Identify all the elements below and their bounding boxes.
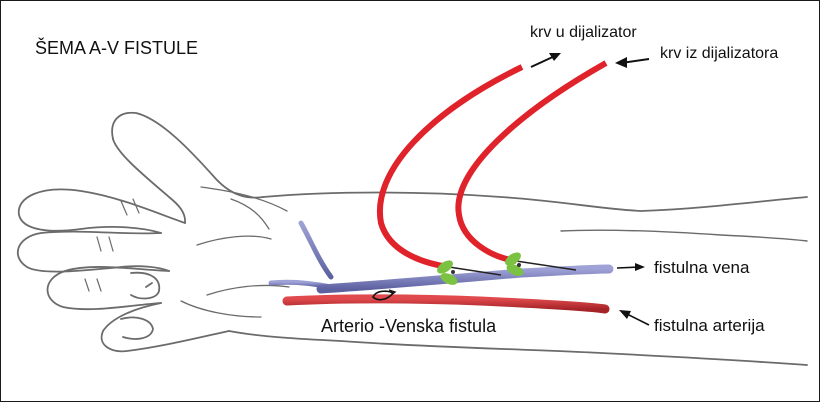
label-blood-from-dialyzer: krv iz dijalizatora [660,46,778,62]
ring-finger [48,267,170,309]
label-fistula-artery: fistulna arterija [654,317,765,334]
middle-finger [18,232,169,272]
blood-line-to-dialyzer [380,67,522,267]
arrow-in-icon [615,57,649,68]
fistula-vein [321,269,609,289]
forearm-top-edge [263,193,807,212]
index-finger [19,189,185,233]
branch-vein-upper [301,223,331,277]
label-fistula-vein: fistulna vena [654,259,749,276]
diagram-title: ŠEMA A-V FISTULE [35,39,198,57]
arrow-out-icon [531,53,561,67]
fistula-artery [287,299,605,309]
label-av-fistula: Arterio -Venska fistula [321,317,496,335]
arrow-out-icon [617,263,645,271]
forearm-bottom-edge [229,331,807,365]
label-blood-to-dialyzer: krv u dijalizator [530,25,637,41]
thumb [112,113,263,198]
arrow-in-icon [619,310,649,325]
pinky-finger [102,303,229,351]
